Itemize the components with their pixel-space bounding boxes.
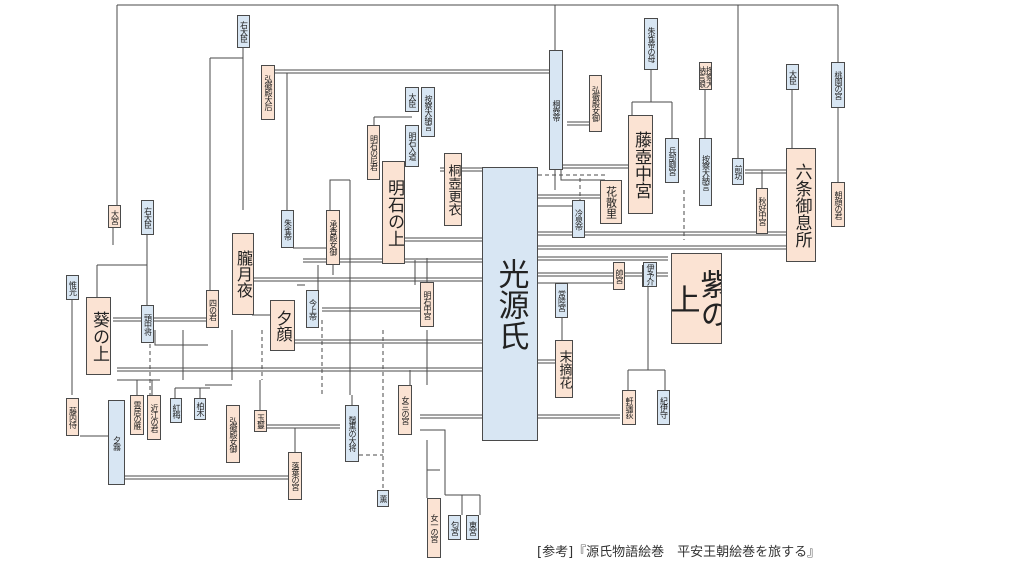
node-aoi: 葵の上 [86, 297, 111, 375]
node-hanachirusato: 花散里 [600, 180, 622, 224]
node-akashi-nyudo: 明石入道 [405, 125, 419, 167]
node-asagao: 朝顔の君 [831, 182, 845, 227]
source-caption: [参考]『源氏物語絵巻 平安王朝絵巻を旅する』 [537, 545, 821, 560]
node-sujaku-haha: 朱雀帝の母 [644, 18, 658, 70]
node-taiken: 大宮 [108, 205, 121, 228]
node-nokiba: 軒端荻 [622, 390, 636, 425]
node-tamakazura: 玉鬘 [254, 410, 267, 432]
node-fujitsubo: 藤壺中宮 [628, 115, 653, 214]
node-rokujo: 六条御息所 [786, 148, 816, 262]
node-akashi-amagimi: 明石の尼君 [367, 125, 380, 180]
node-ochiba: 落葉の宮 [288, 452, 302, 500]
node-kokidenn2: 弘徽殿女御 [226, 405, 240, 463]
node-kii: 紀伊守 [657, 390, 670, 425]
node-heibu: 兵部卿宮 [665, 138, 679, 183]
node-murasaki: 紫の上 [671, 253, 722, 344]
node-daijin2: 大臣 [405, 87, 419, 112]
node-tonochujo: 頭中将 [141, 305, 154, 343]
node-omi: 近江の君 [147, 395, 161, 440]
node-onnaichi: 女一の宮 [427, 498, 441, 558]
node-yugao: 夕顔 [270, 300, 295, 351]
node-yugiri: 夕霧 [108, 400, 125, 485]
node-kumoi: 雲居の雁 [130, 395, 144, 435]
node-hitachi: 常陸宮 [555, 283, 568, 318]
node-kobai: 紅梅 [170, 398, 182, 423]
node-azechi-top: 按察大納言娘 [699, 62, 712, 90]
node-nioumiya: 匂宮 [448, 515, 461, 540]
node-kokidennyogo: 弘徽殿女御 [589, 75, 602, 132]
node-kokiden: 弘徽殿大后 [261, 65, 275, 120]
node-shinojimi: 四の君 [206, 290, 219, 328]
node-kashiwagi: 柏木 [194, 398, 206, 420]
node-kiritsubo-koi: 桐壺更衣 [444, 153, 462, 226]
node-sakimikado: 前坊 [732, 158, 744, 185]
node-iyo: 伊予介 [643, 262, 657, 287]
node-kinjo: 今上帝 [306, 290, 319, 328]
node-kiritsubo-tei: 桐壺帝 [549, 50, 563, 170]
node-onnasan: 女三の宮 [398, 385, 412, 435]
node-genji: 光源氏 [482, 167, 538, 441]
node-tonaishi: 藤内侍 [66, 398, 79, 436]
node-kaoru: 薫 [377, 490, 389, 507]
node-toguu: 東宮 [466, 515, 479, 540]
node-oborozukiyo: 朧月夜 [232, 233, 254, 315]
node-reizei: 冷泉帝 [572, 200, 585, 238]
node-shokyoden: 承香殿女御 [326, 210, 340, 265]
node-daijin-left: 大臣 [786, 64, 799, 90]
node-akashi-chugu: 明石中宮 [420, 282, 434, 327]
node-momozono: 桃園の宮 [831, 62, 845, 108]
node-higekuro: 鬚黒の大将 [345, 405, 359, 462]
node-koremitsu: 惟光 [66, 275, 79, 300]
node-udaijin-top: 右大臣 [237, 15, 250, 48]
node-sujaku: 朱雀帝 [281, 210, 294, 248]
node-akashi: 明石の上 [382, 161, 405, 264]
node-udaijin2: 右大臣 [141, 200, 154, 235]
node-sochi: 帥宮 [613, 262, 625, 290]
node-akikonomu: 秋好中宮 [756, 188, 768, 234]
node-suetsumuhana: 末摘花 [555, 340, 573, 398]
node-azechi-musume-father: 按察大納言 [699, 138, 712, 206]
node-azechi: 按察大納言 [421, 87, 435, 137]
